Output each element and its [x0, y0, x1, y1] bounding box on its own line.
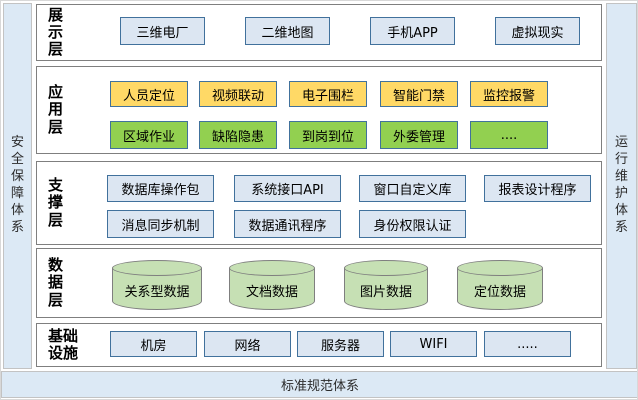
box-message-sync: 消息同步机制 — [107, 210, 214, 238]
cylinder-top — [112, 260, 202, 276]
box-2d-map: 二维地图 — [245, 17, 330, 45]
box-db-operation-package: 数据库操作包 — [107, 175, 214, 202]
layer-infrastructure-label: 基础 设施 — [48, 326, 79, 362]
box-virtual-reality: 虚拟现实 — [495, 17, 580, 45]
bottom-pillar-standards: 标准规范体系 — [1, 371, 637, 398]
right-pillar-operation: 运 行 维 护 体 系 — [606, 3, 637, 369]
box-system-api: 系统接口API — [234, 175, 341, 202]
box-more-infrastructure: ..... — [484, 331, 571, 357]
box-on-duty-in-place: 到岗到位 — [289, 121, 367, 149]
cylinder-top — [229, 260, 315, 276]
layer-infrastructure: 基础 设施 机房 网络 服务器 WIFI ..... — [36, 323, 602, 367]
cylinder-label: 图片数据 — [359, 285, 412, 300]
box-report-designer: 报表设计程序 — [484, 175, 591, 202]
layer-presentation-label: 展 示 层 — [48, 5, 64, 59]
box-window-custom-lib: 窗口自定义库 — [359, 175, 466, 202]
box-monitoring-alarm: 监控报警 — [470, 81, 548, 107]
box-mobile-app: 手机APP — [370, 17, 455, 45]
cylinder-relational-data: 关系型数据 — [112, 260, 202, 310]
box-identity-auth: 身份权限认证 — [359, 210, 466, 238]
left-pillar-security: 安 全 保 障 体 系 — [3, 3, 32, 369]
box-smart-access-control: 智能门禁 — [380, 81, 458, 107]
box-outsourcing-management: 外委管理 — [380, 121, 458, 149]
cylinder-image-data: 图片数据 — [344, 260, 428, 310]
box-personnel-positioning: 人员定位 — [110, 81, 188, 107]
cylinder-top — [457, 260, 543, 276]
cylinder-label: 文档数据 — [245, 285, 298, 300]
left-pillar-label: 安 全 保 障 体 系 — [10, 135, 24, 235]
layer-support: 支 撑 层 数据库操作包 系统接口API 窗口自定义库 报表设计程序 消息同步机… — [36, 161, 602, 245]
layer-application-label: 应 用 层 — [48, 83, 64, 136]
layer-data: 数 据 层 关系型数据 文档数据 图片数据 定位数据 — [36, 248, 602, 318]
box-video-linkage: 视频联动 — [199, 81, 277, 107]
box-electronic-fence: 电子围栏 — [289, 81, 367, 107]
box-more-applications: .... — [470, 121, 548, 149]
cylinder-top — [344, 260, 428, 276]
right-pillar-label: 运 行 维 护 体 系 — [614, 135, 628, 235]
cylinder-label: 关系型数据 — [124, 285, 190, 300]
bottom-pillar-label: 标准规范体系 — [280, 379, 359, 394]
box-server: 服务器 — [297, 331, 384, 357]
box-server-room: 机房 — [110, 331, 197, 357]
box-network: 网络 — [204, 331, 291, 357]
layer-application: 应 用 层 人员定位 视频联动 电子围栏 智能门禁 监控报警 区域作业 缺陷隐患… — [36, 66, 602, 154]
layer-support-label: 支 撑 层 — [48, 176, 64, 229]
box-wifi: WIFI — [390, 331, 477, 357]
box-data-communication: 数据通讯程序 — [234, 210, 341, 238]
box-3d-plant: 三维电厂 — [120, 17, 205, 45]
cylinder-location-data: 定位数据 — [457, 260, 543, 310]
cylinder-document-data: 文档数据 — [229, 260, 315, 310]
layer-data-label: 数 据 层 — [48, 256, 64, 309]
box-area-work: 区域作业 — [110, 121, 188, 149]
cylinder-label: 定位数据 — [473, 285, 526, 300]
layer-presentation: 展 示 层 三维电厂 二维地图 手机APP 虚拟现实 — [36, 4, 602, 61]
box-defect-hazard: 缺陷隐患 — [199, 121, 277, 149]
